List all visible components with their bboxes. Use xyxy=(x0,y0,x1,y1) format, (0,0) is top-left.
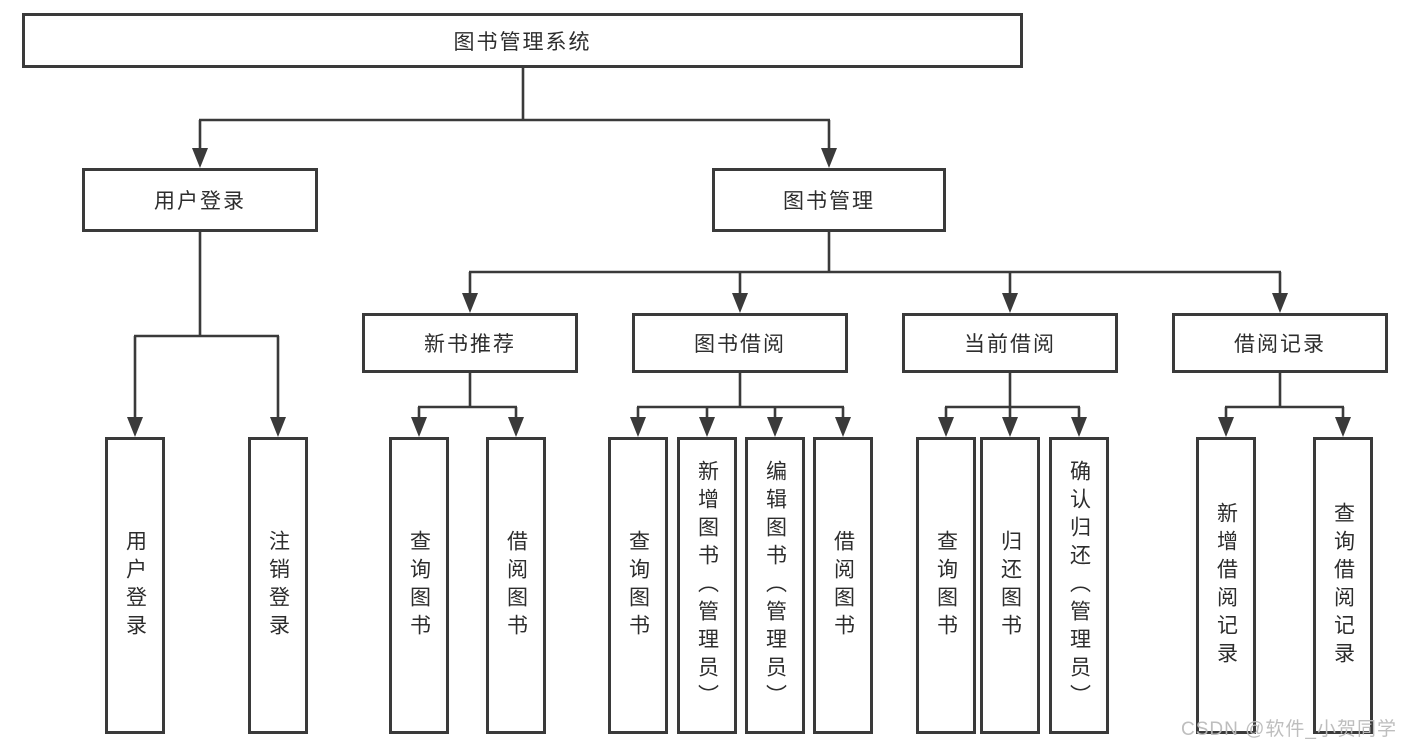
node-library-system-label: 图书管理系统 xyxy=(453,30,592,54)
node-user-login-leaf-label: 用户登录 xyxy=(123,529,147,642)
arrow-icon xyxy=(938,417,954,437)
node-user-login-label: 用户登录 xyxy=(154,190,246,213)
arrow-icon xyxy=(1335,417,1351,437)
arrow-icon xyxy=(732,293,748,313)
arrow-icon xyxy=(699,417,715,437)
node-book-borrow-label: 图书借阅 xyxy=(694,333,786,356)
node-edit-books-admin-label: 编辑图书（管理员） xyxy=(763,459,787,712)
node-borrow-books-recommend: 借阅图书 xyxy=(486,437,546,734)
node-borrow-books-leaf-label: 借阅图书 xyxy=(831,529,855,642)
arrow-icon xyxy=(1272,293,1288,313)
node-confirm-return-admin: 确认归还（管理员） xyxy=(1049,437,1109,734)
arrow-icon xyxy=(462,293,478,313)
node-logout: 注销登录 xyxy=(248,437,308,734)
node-add-books-admin: 新增图书（管理员） xyxy=(677,437,737,734)
node-return-books-label: 归还图书 xyxy=(998,529,1022,642)
node-borrow-books-leaf: 借阅图书 xyxy=(813,437,873,734)
node-edit-books-admin: 编辑图书（管理员） xyxy=(745,437,805,734)
arrow-icon xyxy=(508,417,524,437)
connector-path xyxy=(133,68,1345,419)
node-user-login: 用户登录 xyxy=(82,168,318,232)
node-confirm-return-admin-label: 确认归还（管理员） xyxy=(1067,459,1091,712)
node-library-system: 图书管理系统 xyxy=(22,13,1023,68)
node-book-borrow: 图书借阅 xyxy=(632,313,848,373)
node-new-book-recommend-label: 新书推荐 xyxy=(424,333,516,356)
node-query-books-current: 查询图书 xyxy=(916,437,976,734)
node-query-books-recommend-label: 查询图书 xyxy=(407,529,431,642)
arrow-icon xyxy=(1218,417,1234,437)
node-logout-label: 注销登录 xyxy=(266,529,290,642)
node-borrow-records-label: 借阅记录 xyxy=(1234,333,1326,356)
node-query-books-recommend: 查询图书 xyxy=(389,437,449,734)
node-query-books-borrow-label: 查询图书 xyxy=(626,529,650,642)
arrow-icon xyxy=(270,417,286,437)
node-query-books-current-label: 查询图书 xyxy=(934,529,958,642)
arrow-icon xyxy=(821,148,837,168)
node-add-books-admin-label: 新增图书（管理员） xyxy=(695,459,719,712)
node-new-book-recommend: 新书推荐 xyxy=(362,313,578,373)
node-user-login-leaf: 用户登录 xyxy=(105,437,165,734)
node-query-borrow-record-label: 查询借阅记录 xyxy=(1331,501,1355,670)
node-book-management: 图书管理 xyxy=(712,168,946,232)
node-current-borrow-label: 当前借阅 xyxy=(964,333,1056,356)
node-borrow-books-recommend-label: 借阅图书 xyxy=(504,529,528,642)
arrowheads xyxy=(127,148,1351,437)
node-book-management-label: 图书管理 xyxy=(783,190,875,213)
node-query-books-borrow: 查询图书 xyxy=(608,437,668,734)
arrow-icon xyxy=(630,417,646,437)
arrow-icon xyxy=(192,148,208,168)
node-current-borrow: 当前借阅 xyxy=(902,313,1118,373)
arrow-icon xyxy=(835,417,851,437)
arrow-icon xyxy=(127,417,143,437)
node-return-books: 归还图书 xyxy=(980,437,1040,734)
arrow-icon xyxy=(767,417,783,437)
arrow-icon xyxy=(411,417,427,437)
node-borrow-records: 借阅记录 xyxy=(1172,313,1388,373)
node-add-borrow-record-label: 新增借阅记录 xyxy=(1214,501,1238,670)
arrow-icon xyxy=(1002,417,1018,437)
arrow-icon xyxy=(1002,293,1018,313)
arrow-icon xyxy=(1071,417,1087,437)
node-add-borrow-record: 新增借阅记录 xyxy=(1196,437,1256,734)
csdn-watermark: CSDN @软件_小贺同学 xyxy=(1181,719,1397,740)
node-query-borrow-record: 查询借阅记录 xyxy=(1313,437,1373,734)
